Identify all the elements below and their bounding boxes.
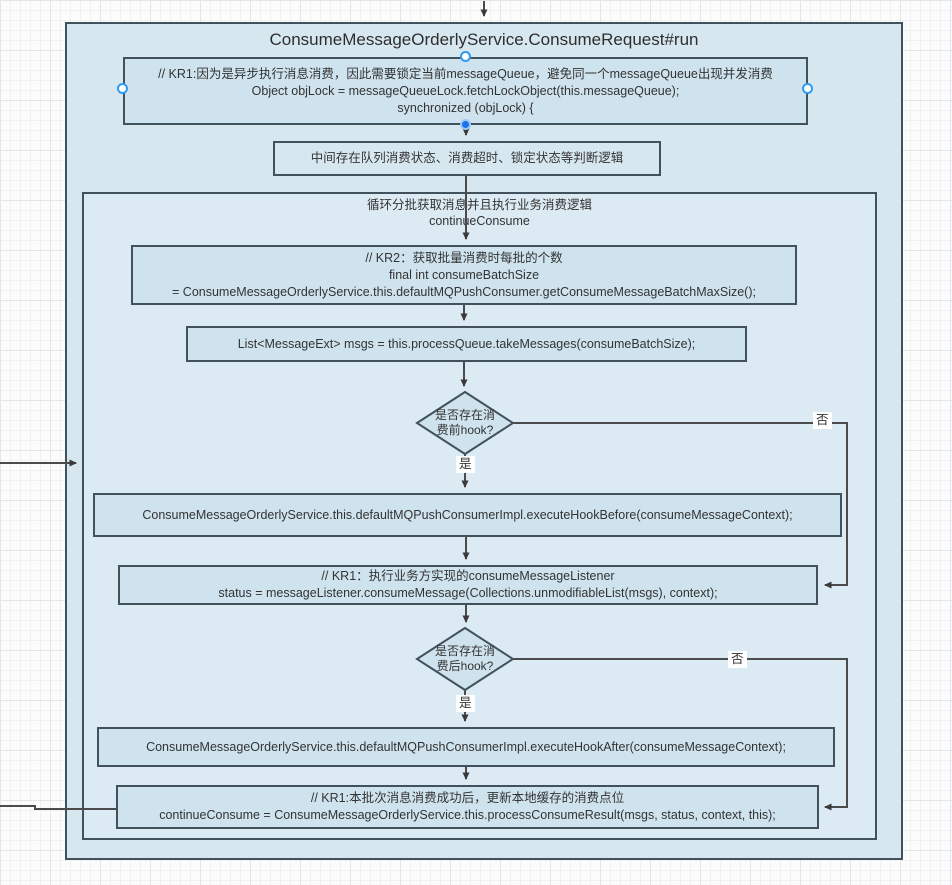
node-execute-hook-after[interactable]: ConsumeMessageOrderlyService.this.defaul… (97, 727, 835, 767)
node-consume-message-line2: status = messageListener.consumeMessage(… (218, 586, 718, 600)
decision-hook-before-line2: 费前hook? (436, 423, 494, 437)
node-batch-size[interactable]: // KR2：获取批量消费时每批的个数 final int consumeBat… (131, 245, 797, 305)
loop-label-line2: continueConsume (429, 214, 530, 228)
node-process-result-line1: // KR1:本批次消息消费成功后，更新本地缓存的消费点位 (310, 791, 625, 805)
edge-incoming-left-bottom[interactable] (0, 805, 116, 810)
edge-no-to-consume-message[interactable] (513, 422, 848, 589)
node-state-check-line1: 中间存在队列消费状态、消费超时、锁定状态等判断逻辑 (310, 151, 624, 165)
node-take-messages[interactable]: List<MessageExt> msgs = this.processQueu… (186, 326, 747, 362)
label-no-2[interactable]: 否 (728, 651, 747, 668)
decision-hook-before-text: 是否存在消 费前hook? (415, 408, 515, 438)
loop-label-line1: 循环分批获取消息并且执行业务消费逻辑 (366, 198, 592, 212)
label-yes-1[interactable]: 是 (456, 456, 475, 473)
node-state-check[interactable]: 中间存在队列消费状态、消费超时、锁定状态等判断逻辑 (273, 141, 661, 176)
node-execute-hook-after-line1: ConsumeMessageOrderlyService.this.defaul… (146, 739, 786, 754)
label-yes-2[interactable]: 是 (456, 695, 475, 712)
node-consume-message[interactable]: // KR1：执行业务方实现的consumeMessageListener st… (118, 565, 818, 605)
decision-hook-after-text: 是否存在消 费后hook? (415, 644, 515, 674)
node-consume-message-line1: // KR1：执行业务方实现的consumeMessageListener (321, 569, 615, 583)
connection-handle-top[interactable] (460, 51, 471, 62)
node-process-result-line2: continueConsume = ConsumeMessageOrderlyS… (159, 808, 776, 822)
node-batch-size-line1: // KR2：获取批量消费时每批的个数 (365, 250, 563, 265)
node-lock-line1: // KR1:因为是异步执行消息消费，因此需要锁定当前messageQueue，… (158, 66, 773, 81)
group-title: ConsumeMessageOrderlyService.ConsumeRequ… (269, 30, 699, 49)
node-batch-size-line3: = ConsumeMessageOrderlyService.this.defa… (172, 284, 756, 299)
connection-handle-bottom[interactable] (460, 119, 471, 130)
edge-no-to-process-result[interactable] (513, 658, 848, 811)
decision-hook-after-line1: 是否存在消 (434, 644, 495, 658)
node-execute-hook-before[interactable]: ConsumeMessageOrderlyService.this.defaul… (93, 493, 842, 537)
decision-hook-before-line1: 是否存在消 (434, 408, 495, 422)
node-execute-hook-before-line1: ConsumeMessageOrderlyService.this.defaul… (142, 507, 793, 522)
node-lock-line2: Object objLock = messageQueueLock.fetchL… (251, 83, 680, 98)
node-batch-size-line2: final int consumeBatchSize (388, 267, 540, 282)
decision-hook-after-line2: 费后hook? (436, 659, 494, 673)
loop-label: 循环分批获取消息并且执行业务消费逻辑 continueConsume (84, 197, 875, 229)
connection-handle-left[interactable] (117, 83, 128, 94)
node-process-result[interactable]: // KR1:本批次消息消费成功后，更新本地缓存的消费点位 continueCo… (116, 785, 819, 829)
decision-hook-before[interactable] (415, 390, 515, 456)
decision-hook-after[interactable] (415, 626, 515, 692)
node-take-messages-line1: List<MessageExt> msgs = this.processQueu… (237, 336, 696, 351)
connection-handle-right[interactable] (802, 83, 813, 94)
node-lock-line3: synchronized (objLock) { (397, 100, 534, 115)
label-no-1[interactable]: 否 (813, 412, 832, 429)
